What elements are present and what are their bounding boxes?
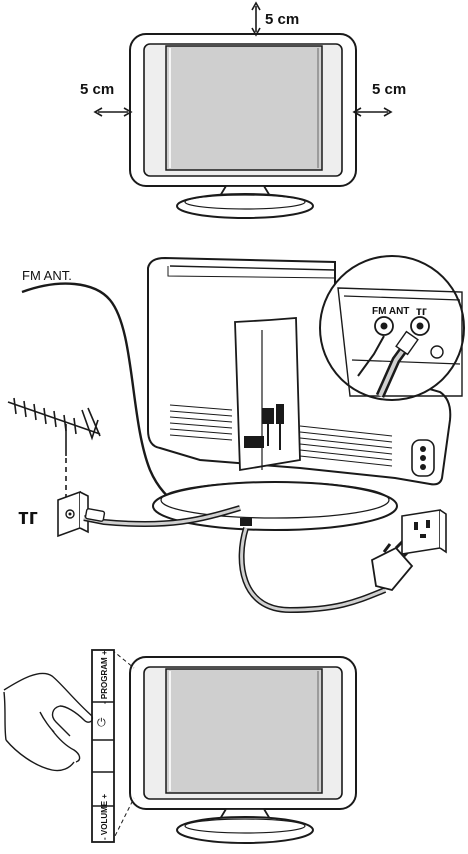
tv-base-bottom [176, 816, 314, 844]
vent-left [169, 404, 233, 441]
left-clearance-label: 5 cm [80, 81, 114, 98]
top-clearance-label: 5 cm [265, 11, 299, 28]
fm-antenna-label: FM ANT. [22, 268, 72, 283]
antenna-wall-socket [57, 490, 89, 538]
top-clearance-arrow [251, 1, 261, 37]
wall-socket-symbol: тг [18, 504, 38, 529]
vent-right [299, 425, 393, 467]
inset-fm-label: FM ANT [372, 306, 409, 317]
side-control-strip [91, 649, 115, 843]
hand-illustration [3, 672, 94, 772]
left-clearance-arrow [93, 107, 133, 117]
tv-screen-bottom [165, 668, 323, 794]
tv-screen-top [165, 45, 323, 171]
wall-power-socket [401, 509, 447, 555]
controls-diagram: - PROGRAM + ⏻ - VOLUME + [3, 649, 357, 844]
connection-diagram: FM ANT. [7, 255, 465, 614]
volume-label: - VOLUME + [100, 794, 109, 840]
right-clearance-arrow [352, 107, 393, 117]
right-clearance-label: 5 cm [372, 81, 406, 98]
clearance-diagram: 5 cm 5 cm 5 cm [80, 1, 406, 219]
inset-tv-symbol: тг [416, 304, 427, 318]
tv-aerial [7, 397, 101, 500]
stand-column [234, 317, 301, 472]
power-symbol: ⏻ [97, 717, 106, 729]
connector-inset [319, 255, 465, 401]
program-label: - PROGRAM + [100, 650, 109, 704]
tv-base-top [176, 193, 314, 219]
